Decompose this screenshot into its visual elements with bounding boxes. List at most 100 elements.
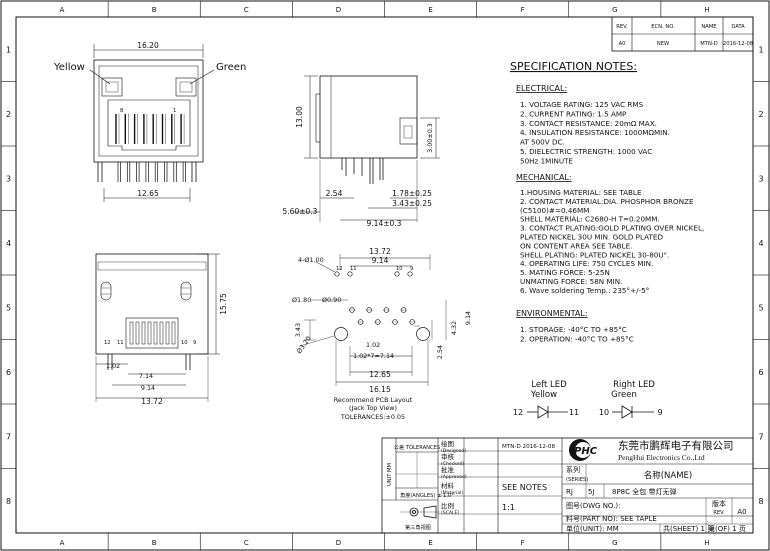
side-dim-254: 2.54: [326, 189, 343, 198]
spec-line: 2. OPERATION: -40°C TO +85°C: [520, 334, 634, 343]
pcb-caption-title: Recommend PCB Layout: [334, 396, 413, 404]
tb-series-en: (SERIES): [566, 477, 588, 483]
frame-col-bottom: H: [704, 539, 709, 547]
spec-line: 6. Wave soldering Temp.: 235°+/-5°: [520, 286, 649, 295]
spec-environmental-heading: ENVIRONMENTAL:: [516, 309, 588, 318]
rear-dim-102: 1.02: [106, 362, 120, 370]
frame-col-top: B: [152, 6, 157, 14]
frame-col-bottom: B: [152, 539, 157, 547]
side-dim-178: 1.78±0.25: [392, 189, 432, 198]
pcb-dim-d090: Ø0.90: [322, 296, 341, 304]
rear-contact: [165, 321, 170, 345]
frame-col-top: A: [60, 6, 65, 14]
side-dim-560: 5.60±0.3: [283, 207, 318, 216]
spec-line: 4. OPERATING LIFE: 750 CYCLES MIN.: [520, 259, 653, 268]
frame-row-left: 6: [6, 368, 11, 377]
frame-row-right: 5: [758, 303, 763, 312]
company-name-en: PengHui Electronics Co.,Ltd: [618, 453, 705, 462]
rear-pin-12: 12: [104, 340, 111, 346]
pcb-pin-12: 12: [336, 266, 343, 272]
tb-row-label-en: (Material): [441, 490, 463, 496]
rear-pin-11: 11: [117, 340, 124, 346]
frame-col-bottom: C: [244, 539, 249, 547]
led-left-pin-cathode: 11: [569, 408, 579, 417]
side-dim-height: 13.00: [295, 106, 304, 128]
rear-contact: [141, 321, 146, 345]
front-dim-pitch: 12.65: [137, 189, 159, 198]
spec-line: ON CONTENT AREA SEE TABLE.: [520, 241, 632, 250]
spec-line: 2. CURRENT RATING: 1.5 AMP: [520, 109, 627, 118]
tb-rev-value: A0: [737, 508, 746, 516]
frame-row-right: 6: [758, 368, 763, 377]
rev-header-rev: REV.: [616, 24, 628, 30]
rear-dim-1372: 13.72: [141, 397, 163, 406]
pcb-dim-343: 3.43: [294, 323, 302, 337]
rear-pin-10: 10: [181, 340, 188, 346]
spec-line: 50Hz 1MINUTE: [520, 156, 574, 165]
tb-dwg-no: 图号(DWG NO.):: [566, 502, 620, 510]
tb-sheet: 共(SHEET) 1 页: [663, 524, 714, 533]
company-logo: PHC: [569, 439, 598, 461]
pcb-dim-1615: 16.15: [369, 385, 391, 394]
front-contacts: [115, 114, 185, 144]
frame-row-left: 7: [6, 432, 11, 441]
logo-text: PHC: [574, 446, 598, 457]
frame-col-top: H: [704, 6, 709, 14]
tb-series-value: RJ: [566, 488, 573, 496]
pcb-dim-1265: 12.65: [369, 370, 391, 379]
led-right-pin-anode: 10: [599, 408, 609, 417]
led-symbols: [527, 405, 654, 419]
tb-series-label: 系列: [566, 465, 580, 474]
rev-value-ecn: NEW: [657, 41, 669, 47]
frame-row-left: 4: [6, 239, 11, 248]
tb-row-label-en: (Designed): [441, 448, 466, 454]
tb-row-label-en: (Checked): [441, 461, 465, 467]
pcb-pin-9: 9: [410, 266, 413, 272]
frame-row-left: 8: [6, 497, 11, 506]
frame-col-top: D: [336, 6, 341, 14]
rev-header-data: DATA: [731, 24, 745, 30]
tb-row-label-en: (SCALE): [441, 510, 460, 516]
pcb-dim-1372: 13.72: [369, 247, 391, 256]
frame-col-bottom: E: [428, 539, 432, 547]
rev-header-ecn: ECN. NO.: [651, 24, 675, 30]
spec-line: 1. STORAGE: -40°C TO +85°C: [520, 325, 627, 334]
rev-value-name: MTN-D: [700, 41, 717, 47]
tb-angles: 角度(ANGLES) ± 1.0°: [400, 491, 454, 499]
revision-table: REV. ECN. NO. NAME DATA A0 NEW MTN-D 201…: [611, 16, 754, 52]
rear-contact: [135, 321, 140, 345]
tb-tolerances: 公差 TOLERANCES: [394, 443, 440, 451]
spec-line: AT 500V DC.: [520, 138, 565, 147]
side-dim-tab: 3.00±0.3: [426, 123, 434, 153]
specification-notes: SPECIFICATION NOTES: ELECTRICAL: 1. VOLT…: [510, 60, 704, 343]
frame-row-right: 7: [758, 432, 763, 441]
tb-row-label-cn: 批准: [441, 465, 455, 474]
pcb-dim-holes: 4-Ø1.00: [298, 256, 324, 264]
spec-line: 5. MATING FORCE: 5-25N: [520, 268, 610, 277]
rev-header-name: NAME: [701, 24, 716, 30]
rear-contact: [171, 321, 176, 345]
spec-line: (C5100)#=0.46MM: [520, 206, 589, 215]
rear-view: [95, 253, 220, 402]
frame-row-right: 1: [758, 45, 763, 54]
front-pin-1: 1: [173, 108, 176, 114]
led-right-pin-cathode: 9: [657, 408, 662, 417]
tb-row-label-en: (Approved): [441, 474, 467, 480]
led-left-pin-anode: 12: [513, 408, 523, 417]
spec-line: UNMATING FORCE: 58N MIN.: [520, 277, 622, 286]
spec-line: 4. INSULATION RESISTANCE: 1000MΩMIN.: [520, 128, 670, 137]
spec-line: PLATED NICKEL 30U MIN. GOLD PLATED: [520, 233, 663, 242]
rear-contacts: [129, 321, 176, 345]
rear-dim-914: 9.14: [141, 384, 155, 392]
frame-col-top: C: [244, 6, 249, 14]
frame-row-left: 5: [6, 303, 11, 312]
rev-value-rev: A0: [619, 41, 626, 47]
spec-line: SHELL PLATING: PLATED NICKEL 30-80U".: [520, 250, 669, 259]
rear-contact: [129, 321, 134, 345]
rear-pin-9: 9: [193, 340, 196, 346]
front-pin-8: 8: [120, 108, 123, 114]
pcb-dim-432: 4.32: [450, 321, 458, 335]
